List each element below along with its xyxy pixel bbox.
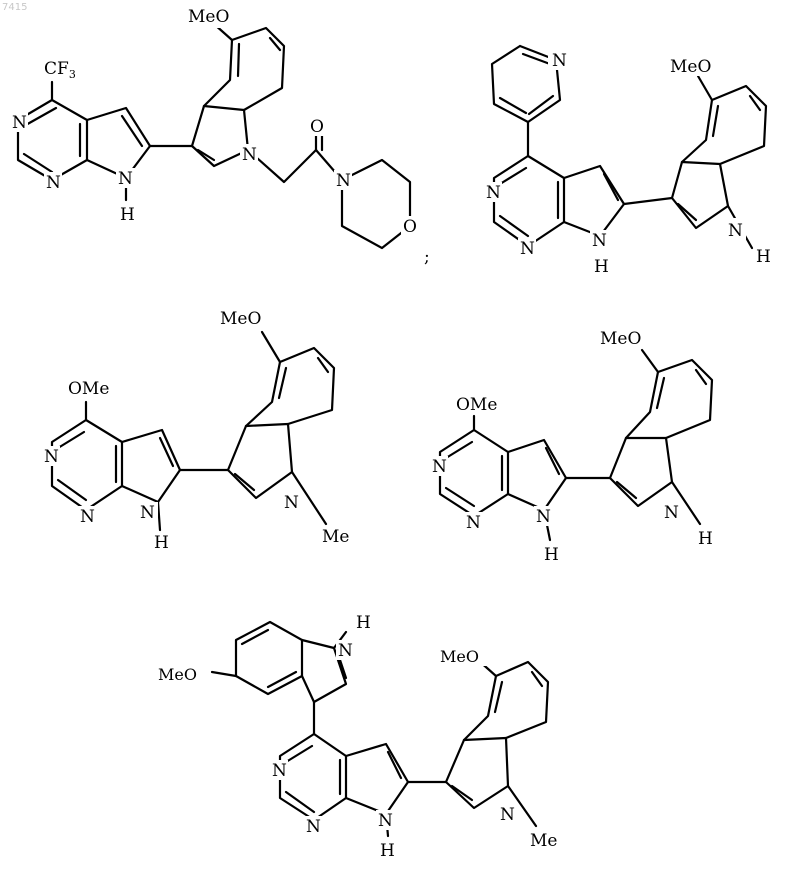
pyrrole-n-label: N [378,811,393,831]
methoxy-label: MeO [188,7,229,27]
nh-hydrogen-label: H [356,613,371,633]
carbonyl-o-label: O [310,117,324,137]
pyrrole-n-label: N [118,169,133,189]
nh-hydrogen-label: H [594,257,609,277]
pyrrole-n-label: N [592,231,607,251]
methoxy-label: OMe [456,395,497,415]
nh-hydrogen-label: H [756,247,771,267]
morpholine-n-label: N [336,171,351,191]
indole-n-label: N [500,805,515,825]
compound-2: N MeO N N N H N H [484,46,771,277]
ring-n-label: N [520,239,535,259]
indole-n-label: N [728,221,743,241]
ring-n-label: N [46,173,61,193]
compound-5: MeO H N MeO N N N H N Me [156,613,557,861]
methoxy-label: MeO [158,665,197,684]
compound-1: CF3 MeO N N N H N O N O ; [10,6,430,267]
compound-4: OMe MeO N N N H N H [430,328,713,565]
compound-3: OMe MeO N N N H N Me [42,308,349,553]
indole-n-label: N [242,145,257,165]
pyridine-n-label: N [552,51,567,71]
methoxy-label: MeO [600,329,641,349]
ring-n-label: N [80,507,95,527]
methoxy-label: MeO [220,309,261,329]
separator-label: ; [424,247,430,267]
pyrrole-n-label: N [140,503,155,523]
morpholine-o-label: O [403,217,417,237]
indole-n-label: N [338,641,353,661]
ring-n-label: N [272,761,287,781]
methoxy-label: MeO [670,57,711,77]
ring-n-label: N [466,513,481,533]
nh-hydrogen-label: H [154,533,169,553]
ring-n-label: N [486,183,501,203]
ring-n-label: N [12,113,27,133]
compound-5-bonds [212,622,548,836]
methoxy-label: OMe [68,379,109,399]
corner-label: 7415 [2,2,27,13]
nh-hydrogen-label: H [120,205,135,225]
n-methyl-label: Me [530,831,557,851]
n-methyl-label: Me [322,527,349,547]
indole-n-label: N [284,493,299,513]
compound-2-bonds [492,46,766,248]
pyrrole-n-label: N [536,507,551,527]
ring-n-label: N [432,457,447,477]
nh-hydrogen-label: H [544,545,559,565]
indole-n-label: N [664,503,679,523]
nh-hydrogen-label: H [698,529,713,549]
methoxy-label: MeO [440,647,479,666]
ring-n-label: N [44,447,59,467]
ring-n-label: N [306,817,321,837]
nh-hydrogen-label: H [380,841,395,861]
